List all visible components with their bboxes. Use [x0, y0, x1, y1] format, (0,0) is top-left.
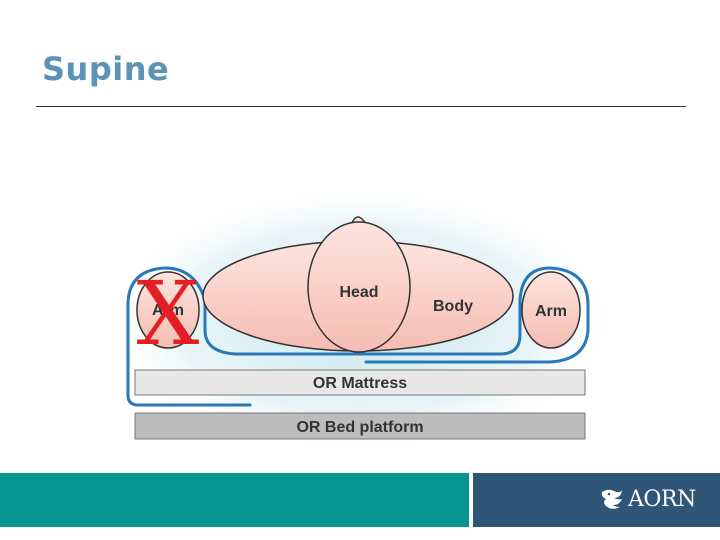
aorn-logo: AORN [600, 484, 696, 514]
head-label: Head [339, 284, 378, 301]
mattress-label: OR Mattress [313, 375, 407, 392]
right-arm-shape [521, 271, 581, 349]
or-bed-platform [134, 412, 586, 440]
platform-label: OR Bed platform [296, 419, 423, 436]
body-label: Body [433, 298, 473, 315]
right-arm-label: Arm [535, 303, 567, 320]
incorrect-x-mark: X [137, 262, 200, 365]
footer-band-right [473, 473, 720, 527]
draw-sheet [126, 266, 590, 407]
footer-band-left [0, 473, 469, 527]
aorn-logo-icon [601, 489, 622, 509]
left-arm-shape [136, 271, 200, 349]
slide-title: Supine [42, 50, 170, 88]
left-arm-label: Arm [152, 302, 184, 319]
supine-position-diagram: OR Bed platform OR Mattress Body Head Ar… [100, 185, 620, 455]
title-divider [36, 106, 686, 107]
logo-text: AORN [628, 486, 696, 512]
or-mattress [134, 369, 586, 396]
head-shape [307, 221, 411, 353]
